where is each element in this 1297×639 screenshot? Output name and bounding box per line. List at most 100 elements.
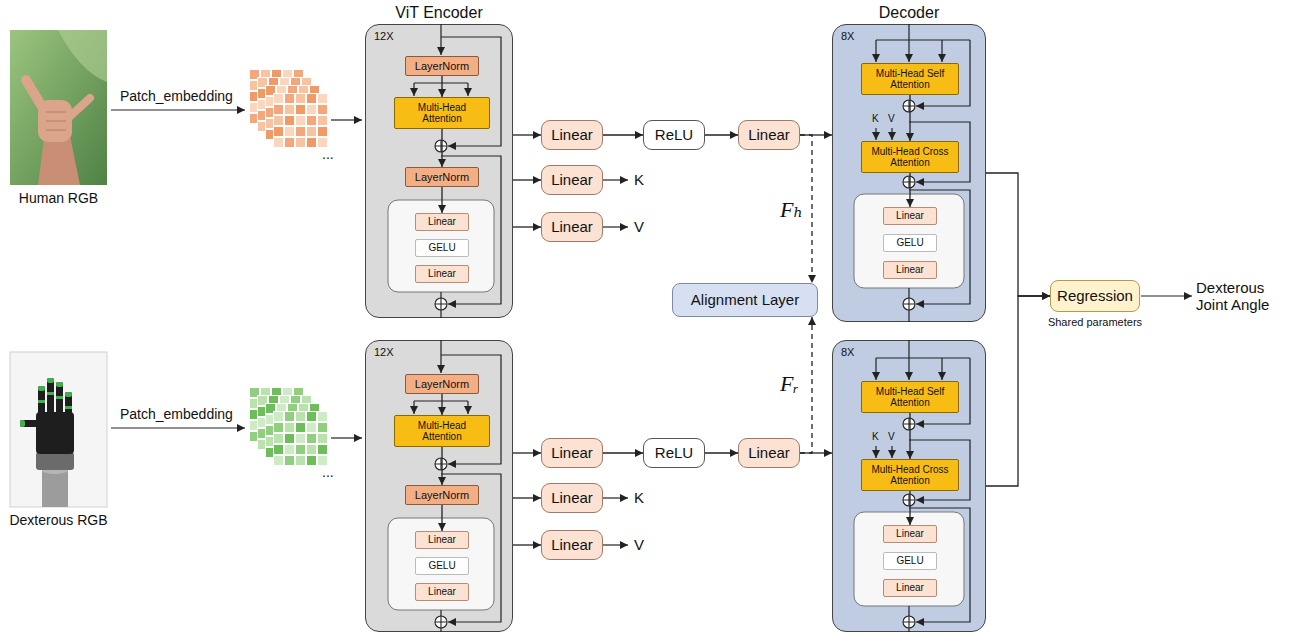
flow-arrow [513,226,541,227]
box-label: Alignment Layer [689,291,801,308]
decoder-block: Decoder8XMulti-Head Self AttentionMulti-… [832,24,986,322]
embed-arrow [111,427,245,428]
flow-arrow [441,394,442,415]
flow-arrow [603,452,643,453]
activation-box: ReLU [643,438,705,468]
linear-layer: Linear [883,525,937,543]
alignment-box: Alignment Layer [672,283,818,317]
linear-layer: Linear [738,438,800,468]
flow-line [908,606,909,616]
embed-arrow [331,437,362,438]
input-line [440,24,441,55]
repeat-count: 8X [841,346,854,359]
linear-layer: Linear [883,579,937,597]
box-label: Linear [549,536,595,553]
regression-box: RegressionShared parameters [1050,280,1140,312]
split-line [941,40,942,62]
box-label: Linear [894,264,926,276]
key-arrow [875,446,876,458]
patch-grid [249,69,328,148]
encoder-block: ViT Encoder12XLayerNormMulti-Head Attent… [365,24,513,318]
residual-line [441,355,501,464]
split-line [467,83,468,96]
flow-arrow [909,491,910,525]
value-arrow [891,128,892,140]
flow-arrow [986,173,1050,296]
key-arrow [603,497,628,498]
output-line [908,628,909,632]
decoder-block: 8X Multi-Head Self AttentionMulti-Head Cr… [832,340,986,632]
box-label: GELU [426,242,457,254]
split-line [414,400,468,401]
box-label: Linear [746,126,792,143]
box-label: ReLU [653,126,695,143]
caption-text: Dexterous RGB [9,512,107,528]
value-label: V [888,113,895,125]
feature-label: Fᵣ [780,372,799,396]
flow-arrow [441,447,442,485]
residual-line [916,40,970,106]
box-label: GELU [894,555,925,567]
box-label: Linear [746,444,792,461]
flow-arrow [705,134,738,135]
split-line [876,39,970,40]
flow-arrow [441,129,442,167]
output-line [440,310,441,318]
activation-box: GELU [415,557,469,575]
caption-text: Shared parameters [1048,316,1142,329]
attention-box: Multi-Head Cross Attention [861,459,959,491]
embed-arrow [111,109,245,110]
linear-layer: Linear [541,212,603,242]
box-label: Linear [426,216,458,228]
flow-arrow [909,95,910,141]
flow-arrow [441,505,442,531]
residual-line [441,474,501,622]
human-hand-photo [10,30,107,185]
embed-label: Patch_embedding [120,88,233,104]
box-label: GELU [426,560,457,572]
mlp-block [388,200,494,292]
split-line [941,358,942,380]
linear-layer: Linear [541,438,603,468]
embed-label: Patch_embedding [120,406,233,422]
residual-line [909,508,970,622]
value-label: V [634,218,644,235]
box-label: Multi-Head Self Attention [862,386,958,409]
input-line [908,340,909,380]
residual-line [909,440,970,500]
flow-line [908,288,909,298]
linear-layer: Linear [415,265,469,283]
layernorm-box: LayerNorm [405,485,479,505]
flow-arrow [441,187,442,213]
key-label: K [872,431,879,443]
linear-layer: Linear [415,531,469,549]
attention-box: Multi-Head Self Attention [861,63,959,95]
attention-box: Multi-Head Attention [394,97,490,129]
key-label: K [634,489,644,506]
output-label: Dexterous Joint Angle [1196,279,1291,314]
flow-arrow [513,544,541,545]
add-symbol [435,616,447,628]
box-label: Linear [894,582,926,594]
key-label: K [634,171,644,188]
block-title: ViT Encoder [346,4,532,22]
linear-layer: Linear [541,483,603,513]
residual-line [909,122,970,182]
mlp-block [388,518,494,610]
flow-arrow [909,173,910,207]
linear-layer: Linear [541,120,603,150]
add-symbol [903,176,915,188]
robot-hand-photo [10,352,107,507]
box-label: Linear [549,218,595,235]
repeat-count: 12X [374,30,394,43]
ellipsis: ... [322,146,334,162]
alignment-link [800,317,812,453]
linear-layer: Linear [883,261,937,279]
box-label: Multi-Head Cross Attention [862,464,958,487]
box-label: LayerNorm [413,489,471,502]
input-line [440,340,441,373]
key-arrow [875,128,876,140]
value-label: V [888,431,895,443]
input-line [908,24,909,62]
linear-layer: Linear [415,583,469,601]
